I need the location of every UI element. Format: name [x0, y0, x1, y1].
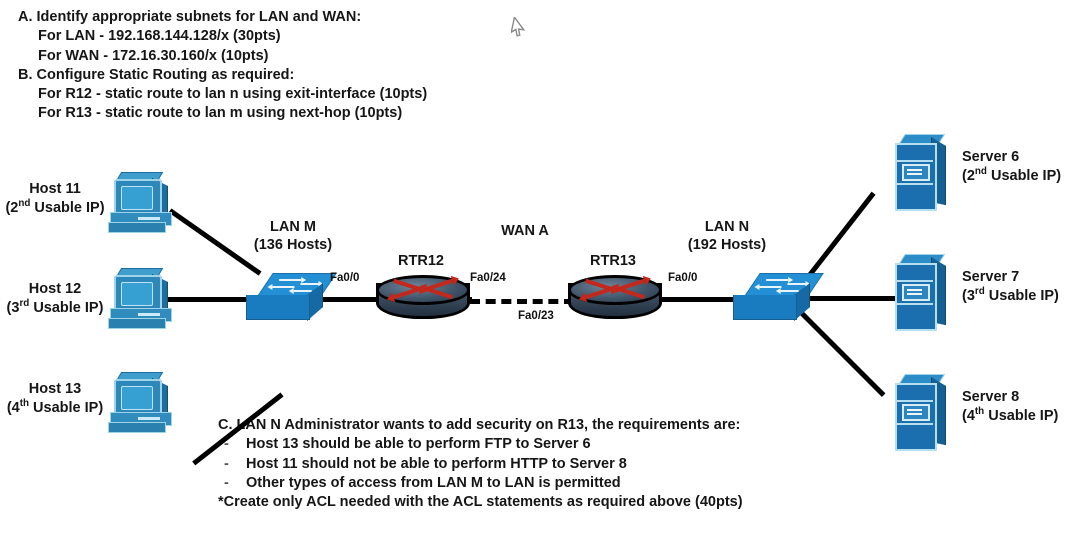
lan-m-hosts: (136 Hosts) — [253, 237, 333, 254]
host-icon-13[interactable] — [108, 372, 180, 434]
host-label-13: Host 13 (4th Usable IP) — [0, 380, 110, 417]
mouse-pointer-icon — [510, 15, 527, 39]
keyboard-stripe — [138, 217, 160, 220]
switch-front-face — [733, 295, 797, 320]
requirement-b-r12: For R12 - static route to lan n using ex… — [38, 86, 428, 103]
requirement-c-bullet-1: Host 13 should be able to perform FTP to… — [218, 435, 743, 454]
base-bottom — [108, 318, 166, 329]
router-arrow-icon — [425, 286, 453, 300]
server-panel-line — [907, 173, 922, 175]
switch-icon-lan-m[interactable] — [246, 273, 337, 323]
interface-label-rtr12-wan: Fa0/24 — [470, 272, 506, 284]
wan-a-label: WAN A — [501, 223, 549, 239]
screen-icon — [121, 282, 153, 306]
lan-n-label: LAN N (192 Hosts) — [672, 218, 782, 254]
server-icon-7[interactable] — [893, 254, 947, 331]
requirement-c-note: *Create only ACL needed with the ACL sta… — [218, 494, 743, 511]
server-icon-8[interactable] — [893, 374, 947, 451]
base-bottom — [108, 222, 166, 233]
screen-icon — [121, 386, 153, 410]
keyboard-stripe — [138, 417, 160, 420]
host-name-11: Host 11 — [29, 181, 81, 197]
rtr12-label: RTR12 — [398, 253, 444, 269]
requirement-b-title: B. Configure Static Routing as required: — [18, 66, 295, 83]
requirement-a-wan: For WAN - 172.16.30.160/x (10pts) — [38, 47, 269, 64]
server-divider — [895, 423, 933, 425]
requirement-a-title: A. Identify appropriate subnets for LAN … — [18, 9, 362, 25]
switch-front-face — [246, 295, 310, 320]
interface-label-rtr13-lan: Fa0/0 — [668, 272, 698, 284]
server-panel-icon — [902, 164, 930, 181]
server-divider — [895, 183, 933, 185]
router-arrow-icon — [617, 286, 645, 300]
link-switch-n-server7 — [800, 296, 910, 301]
interface-label-rtr13-wan: Fa0/23 — [518, 310, 554, 322]
server-panel-line — [907, 413, 922, 415]
server-panel-line — [907, 293, 922, 295]
server-ip-note-6: (2nd Usable IP) — [962, 166, 1062, 184]
server-panel-icon — [902, 404, 930, 421]
router-arrow-icon — [393, 286, 421, 300]
switch-arrow-icon — [293, 290, 312, 292]
server-label-8: Server 8 (4th Usable IP) — [962, 388, 1070, 425]
lan-n-hosts: (192 Hosts) — [687, 237, 767, 254]
host-ip-note-13: (4th Usable IP) — [6, 398, 104, 416]
requirements-section-ab: A. Identify appropriate subnets for LAN … — [18, 8, 427, 124]
server-name-8: Server 8 — [962, 389, 1020, 405]
lan-n-name: LAN N — [704, 219, 750, 235]
switch-arrow-icon — [787, 283, 806, 285]
lan-m-name: LAN M — [270, 219, 316, 235]
requirement-b-r13: For R13 - static route to lan m using ne… — [38, 105, 403, 122]
router-icon-rtr12[interactable] — [376, 275, 470, 321]
screen-icon — [121, 186, 153, 210]
host-name-13: Host 13 — [28, 381, 82, 397]
router-arrow-icon — [585, 286, 613, 300]
host-label-11: Host 11 (2nd Usable IP) — [0, 180, 110, 217]
switch-arrow-icon — [780, 290, 799, 292]
interface-label-rtr12-lan: Fa0/0 — [330, 272, 360, 284]
requirement-c-bullet-3: Other types of access from LAN M to LAN … — [218, 474, 743, 493]
requirement-a-lan: For LAN - 192.168.144.128/x (30pts) — [38, 28, 281, 45]
link-switch-m-rtr12 — [322, 297, 386, 302]
server-divider — [895, 400, 933, 402]
link-wan-a-dashed — [470, 299, 574, 304]
switch-arrow-icon — [279, 279, 302, 281]
switch-arrow-icon — [300, 283, 319, 285]
host-name-12: Host 12 — [28, 281, 82, 297]
keyboard-stripe — [138, 313, 160, 316]
server-label-7: Server 7 (3rd Usable IP) — [962, 268, 1070, 305]
server-ip-note-8: (4th Usable IP) — [962, 406, 1059, 424]
requirement-c-title: C. LAN N Administrator wants to add secu… — [218, 417, 741, 433]
server-label-6: Server 6 (2nd Usable IP) — [962, 148, 1070, 185]
lan-m-label: LAN M (136 Hosts) — [238, 218, 348, 254]
server-name-7: Server 7 — [962, 269, 1020, 285]
router-top-face — [568, 275, 662, 305]
server-name-6: Server 6 — [962, 149, 1020, 165]
server-divider — [895, 160, 933, 162]
link-rtr13-switch-n — [652, 297, 740, 302]
switch-icon-lan-n[interactable] — [733, 273, 824, 323]
switch-arrow-icon — [766, 279, 789, 281]
server-divider — [895, 303, 933, 305]
server-divider — [895, 280, 933, 282]
router-icon-rtr13[interactable] — [568, 275, 662, 321]
host-icon-11[interactable] — [108, 172, 180, 234]
server-icon-6[interactable] — [893, 134, 947, 211]
host-ip-note-11: (2nd Usable IP) — [5, 198, 105, 216]
base-bottom — [108, 422, 166, 433]
host-icon-12[interactable] — [108, 268, 180, 330]
server-panel-icon — [902, 284, 930, 301]
server-ip-note-7: (3rd Usable IP) — [962, 286, 1059, 304]
server-panel-line — [907, 289, 922, 291]
server-panel-line — [907, 169, 922, 171]
link-host12-switch-m — [168, 297, 276, 302]
host-label-12: Host 12 (3rd Usable IP) — [0, 280, 110, 317]
requirement-c-bullet-2: Host 11 should not be able to perform HT… — [218, 455, 743, 474]
host-ip-note-12: (3rd Usable IP) — [6, 298, 104, 316]
router-top-face — [376, 275, 470, 305]
server-panel-line — [907, 409, 922, 411]
rtr13-label: RTR13 — [590, 253, 636, 269]
requirements-section-c: C. LAN N Administrator wants to add secu… — [218, 416, 743, 512]
